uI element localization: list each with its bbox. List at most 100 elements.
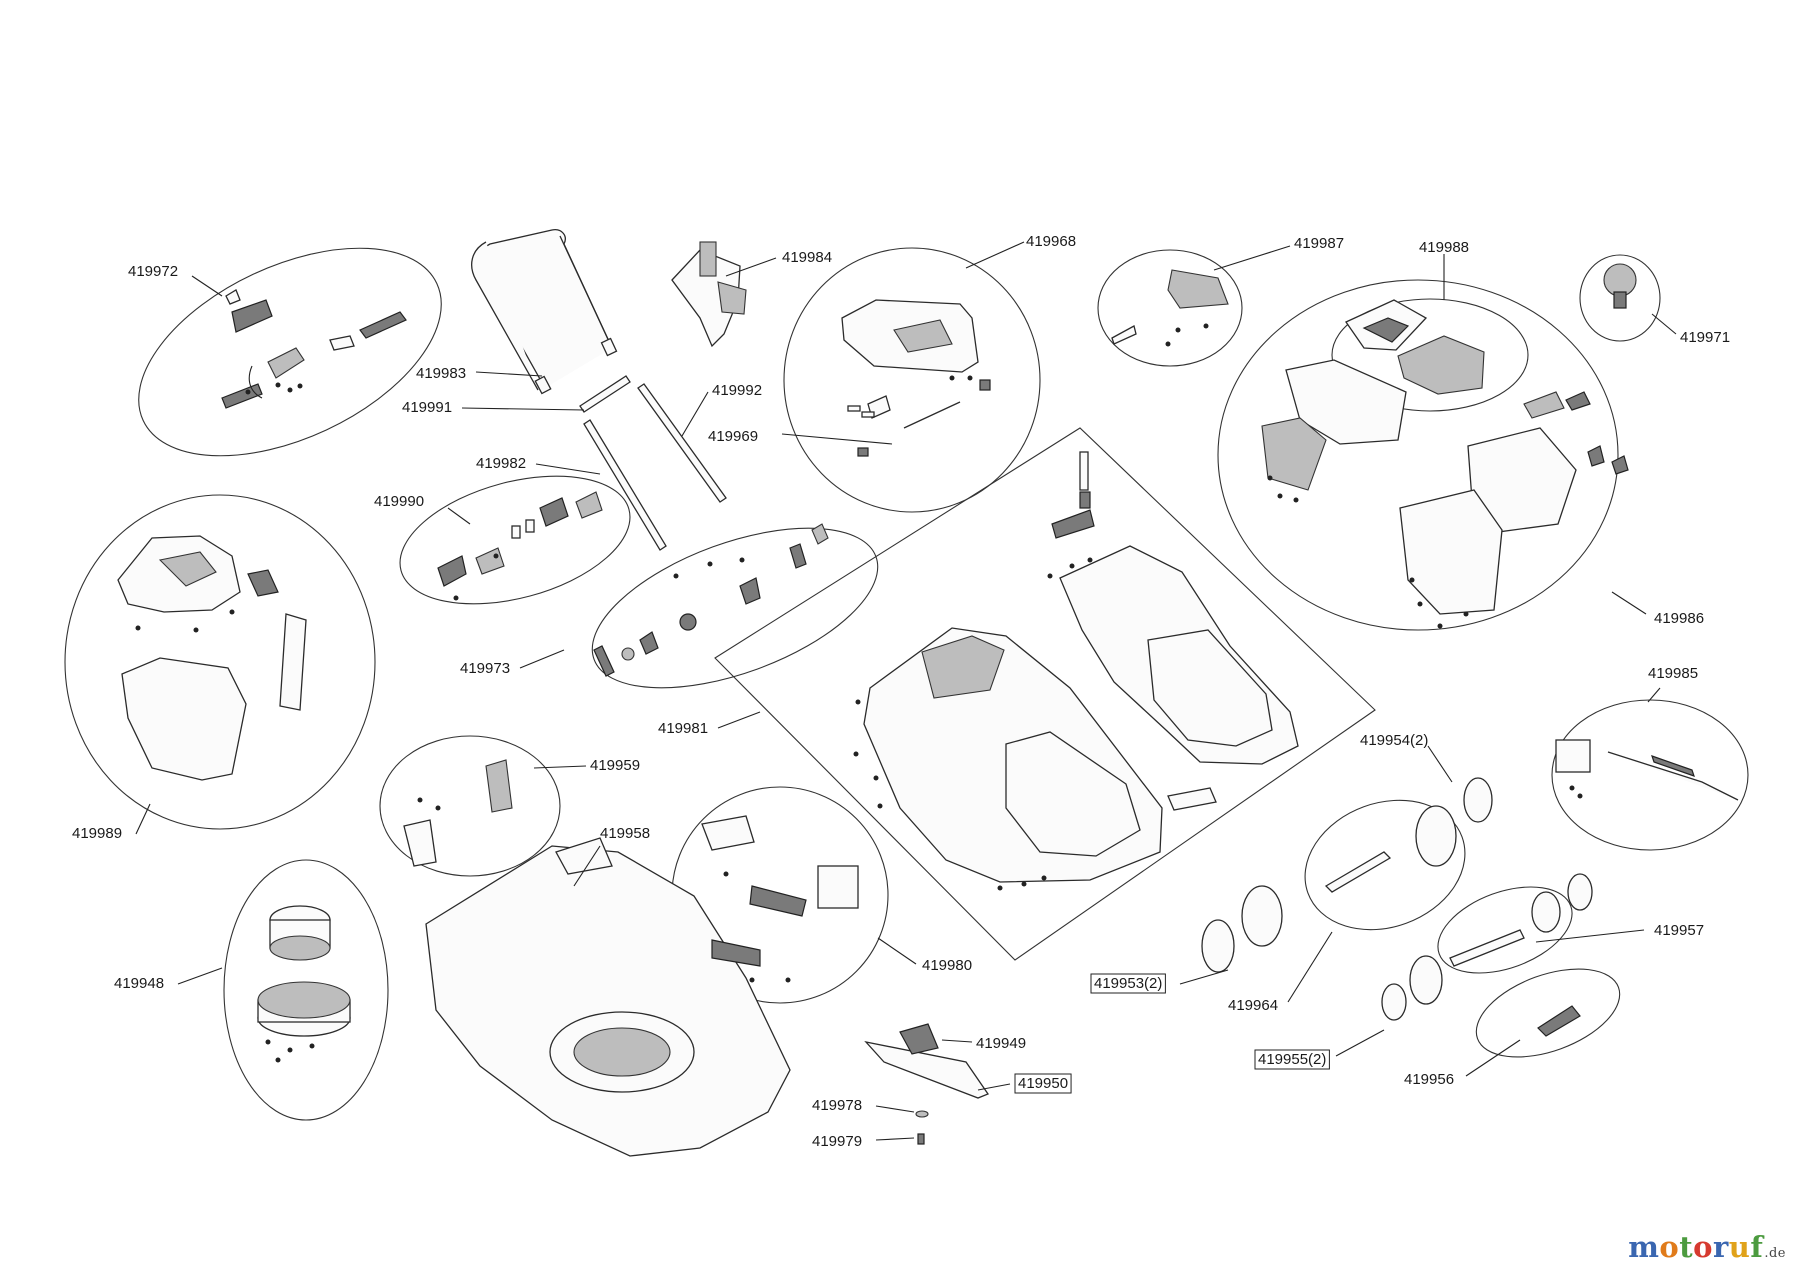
part-label-18: 419958 <box>600 825 650 842</box>
group-419988-outline <box>1331 298 1529 412</box>
label-frame <box>1090 973 1166 994</box>
switch-assembly-drawing <box>221 289 407 409</box>
part-number: 419982 <box>476 455 526 472</box>
part-number: 419957 <box>1654 922 1704 939</box>
part-label-15: 419985 <box>1648 665 1698 682</box>
part-number: 419949 <box>976 1035 1026 1052</box>
part-label-14: 419986 <box>1654 610 1704 627</box>
blade-drawing <box>864 1023 989 1145</box>
part-label-13: 419981 <box>658 720 708 737</box>
part-number: 419958 <box>600 825 650 842</box>
part-label-22: 419980 <box>922 957 972 974</box>
group-419959-outline <box>379 735 561 877</box>
part-number: 419980 <box>922 957 972 974</box>
part-number: 419959 <box>590 757 640 774</box>
battery-housing-drawing <box>1261 359 1629 629</box>
part-number: 419954(2) <box>1360 732 1428 749</box>
group-419968-outline <box>783 247 1041 513</box>
label-frame <box>1254 1049 1330 1070</box>
safety-key-drawing <box>1603 263 1637 309</box>
part-label-6: 419971 <box>1680 329 1730 346</box>
group-419986-outline <box>1217 279 1619 631</box>
group-419990-outline <box>399 475 631 605</box>
part-number: 419964 <box>1228 997 1278 1014</box>
deck-cover-drawing <box>853 451 1299 891</box>
motoruf-logo: motoruf.de <box>1628 1230 1786 1264</box>
part-label-28: 419979 <box>812 1133 862 1150</box>
part-label-19: 419954(2) <box>1360 732 1428 749</box>
handle-holder-drawing <box>671 241 747 348</box>
part-number: 419988 <box>1419 239 1469 256</box>
group-419957-outline <box>1437 886 1573 974</box>
part-number: 419973 <box>460 660 510 677</box>
group-419981-outline <box>714 427 1376 961</box>
part-label-17: 419959 <box>590 757 640 774</box>
group-419987-outline <box>1097 249 1243 367</box>
logo-letter: u <box>1728 1230 1751 1264</box>
part-number: 419991 <box>402 399 452 416</box>
leader-lines <box>135 241 1677 1141</box>
part-label-16: 419989 <box>72 825 122 842</box>
wheels-drawing <box>1201 777 1593 1037</box>
part-label-23: 419953(2) <box>1090 973 1166 994</box>
part-number: 419956 <box>1404 1071 1454 1088</box>
group-419973-outline <box>591 527 879 689</box>
part-number: 419950 <box>1018 1075 1068 1092</box>
part-number: 419948 <box>114 975 164 992</box>
mower-deck-drawing <box>425 837 791 1157</box>
part-number: 419971 <box>1680 329 1730 346</box>
part-label-21: 419948 <box>114 975 164 992</box>
part-label-8: 419992 <box>712 382 762 399</box>
logo-letter: o <box>1659 1230 1680 1264</box>
part-number: 419955(2) <box>1258 1051 1326 1068</box>
part-label-26: 419950 <box>1014 1073 1072 1094</box>
part-number: 419978 <box>812 1097 862 1114</box>
upper-handle-drawing <box>471 229 618 395</box>
part-number: 419985 <box>1648 665 1698 682</box>
part-number: 419992 <box>712 382 762 399</box>
part-number: 419989 <box>72 825 122 842</box>
part-number: 419953(2) <box>1094 975 1162 992</box>
logo-domain-suffix: .de <box>1764 1246 1786 1261</box>
handle-tubes-drawing <box>579 375 727 551</box>
part-label-24: 419964 <box>1228 997 1278 1014</box>
part-number: 419968 <box>1026 233 1076 250</box>
part-label-29: 419955(2) <box>1254 1049 1330 1070</box>
part-number: 419987 <box>1294 235 1344 252</box>
part-number: 419972 <box>128 263 178 280</box>
group-419971-outline <box>1579 254 1661 342</box>
part-label-4: 419987 <box>1294 235 1344 252</box>
part-label-2: 419984 <box>782 249 832 266</box>
part-labels: 419972 419983 419984 419968 419987 41998… <box>72 233 1730 1150</box>
part-label-30: 419956 <box>1404 1071 1454 1088</box>
mulch-flap-drawing <box>701 815 859 983</box>
part-label-3: 419968 <box>1026 233 1076 250</box>
group-419985-outline <box>1551 699 1749 851</box>
part-label-27: 419978 <box>812 1097 862 1114</box>
part-label-12: 419973 <box>460 660 510 677</box>
logo-wordmark: motoruf <box>1628 1230 1763 1264</box>
group-419989-outline <box>64 494 376 830</box>
catcher-lid-drawing <box>841 299 991 457</box>
label-frame <box>1014 1073 1072 1094</box>
part-label-11: 419990 <box>374 493 424 510</box>
part-number: 419969 <box>708 428 758 445</box>
part-label-20: 419957 <box>1654 922 1704 939</box>
part-label-10: 419982 <box>476 455 526 472</box>
handle-clamps-drawing <box>437 491 603 601</box>
logo-letter: t <box>1679 1230 1694 1264</box>
group-419948-outline <box>223 859 389 1121</box>
logo-letter: f <box>1750 1230 1764 1264</box>
height-adjuster-drawing <box>593 523 829 677</box>
part-number: 419986 <box>1654 610 1704 627</box>
part-label-0: 419972 <box>128 263 178 280</box>
group-419972-outline <box>138 247 442 457</box>
part-label-25: 419949 <box>976 1035 1026 1052</box>
part-drawings <box>117 229 1739 1157</box>
part-number: 419983 <box>416 365 466 382</box>
rear-flap-drawing <box>1555 739 1739 801</box>
part-number: 419990 <box>374 493 424 510</box>
logo-letter: o <box>1693 1230 1713 1264</box>
